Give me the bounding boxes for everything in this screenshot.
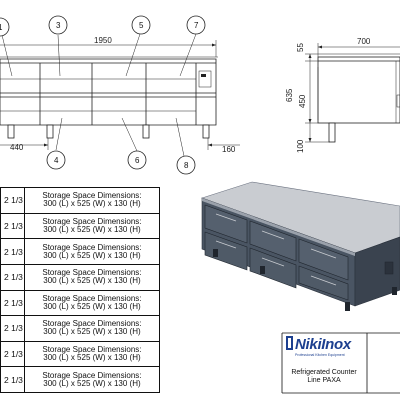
brand-logo: NikiInox [295, 336, 351, 353]
storage-spec-table: 2 1/3 Storage Space Dimensions:300 (L) x… [0, 187, 161, 393]
table-row: 2 1/3 Storage Space Dimensions:300 (L) x… [0, 289, 161, 317]
side-inner-dimension: 450 [298, 94, 307, 108]
callouts-top [0, 15, 206, 77]
counter-3d-render [201, 181, 400, 311]
row-label: Storage Space Dimensions: [42, 216, 142, 226]
table-row: 2 1/3 Storage Space Dimensions:300 (L) x… [0, 187, 161, 214]
callout-5: 5 [139, 21, 144, 30]
side-view [207, 43, 400, 150]
row-dimensions: 300 (L) x 525 (W) x 130 (H) [43, 301, 141, 311]
logo-mark-icon [286, 336, 293, 350]
row-label: Storage Space Dimensions: [42, 242, 142, 252]
bottom-right-dimension: 160 [222, 145, 236, 154]
row-position: 2 1/3 [0, 340, 25, 368]
table-row: 2 1/3 Storage Space Dimensions:300 (L) x… [0, 212, 161, 240]
front-width-dimension: 1950 [94, 36, 112, 45]
row-dimensions: 300 (L) x 525 (W) x 130 (H) [43, 276, 141, 286]
row-label: Storage Space Dimensions: [42, 293, 142, 303]
table-row: 2 1/3 Storage Space Dimensions:300 (L) x… [0, 238, 161, 265]
row-dimensions: 300 (L) x 525 (W) x 130 (H) [43, 224, 141, 234]
row-position: 2 1/3 [0, 289, 25, 317]
row-dimensions: 300 (L) x 525 (W) x 130 (H) [43, 353, 141, 363]
side-depth-dimension: 700 [357, 37, 371, 46]
table-row: 2 1/3 Storage Space Dimensions:300 (L) x… [0, 366, 161, 393]
table-row: 2 1/3 Storage Space Dimensions:300 (L) x… [0, 263, 161, 291]
row-position: 2 1/3 [0, 212, 25, 240]
row-position: 2 1/3 [0, 366, 25, 393]
brand-subtitle: Professional Kitchen Equipment [295, 353, 345, 357]
row-label: Storage Space Dimensions: [42, 370, 142, 380]
side-leg-dimension: 100 [296, 139, 305, 153]
row-position: 2 1/3 [0, 315, 25, 342]
front-left-bottom-dimension: 440 [10, 143, 24, 152]
row-dimensions: 300 (L) x 525 (W) x 130 (H) [43, 250, 141, 260]
row-dimensions: 300 (L) x 525 (W) x 130 (H) [43, 378, 141, 388]
row-dimensions: 300 (L) x 525 (W) x 130 (H) [43, 327, 141, 337]
row-position: 2 1/3 [0, 187, 25, 214]
row-dimensions: 300 (L) x 525 (W) x 130 (H) [43, 199, 141, 209]
row-label: Storage Space Dimensions: [42, 268, 142, 278]
callout-3: 3 [56, 21, 61, 30]
row-label: Storage Space Dimensions: [42, 319, 142, 329]
callout-1: 1 [0, 23, 3, 32]
callouts-bottom [46, 117, 196, 175]
callout-6: 6 [135, 156, 140, 165]
table-row: 2 1/3 Storage Space Dimensions:300 (L) x… [0, 340, 161, 368]
logo-frame [281, 332, 400, 394]
front-view [0, 40, 218, 150]
row-position: 2 1/3 [0, 263, 25, 291]
callout-7: 7 [194, 21, 199, 30]
row-label: Storage Space Dimensions: [42, 191, 142, 201]
product-title: Refrigerated Counter Line PAXA [291, 369, 357, 384]
callout-8: 8 [184, 161, 189, 170]
row-position: 2 1/3 [0, 238, 25, 265]
side-height-dimension: 635 [285, 88, 294, 102]
side-top-dimension: 55 [296, 43, 305, 52]
table-row: 2 1/3 Storage Space Dimensions:300 (L) x… [0, 315, 161, 342]
row-label: Storage Space Dimensions: [42, 345, 142, 355]
callout-4: 4 [54, 156, 59, 165]
